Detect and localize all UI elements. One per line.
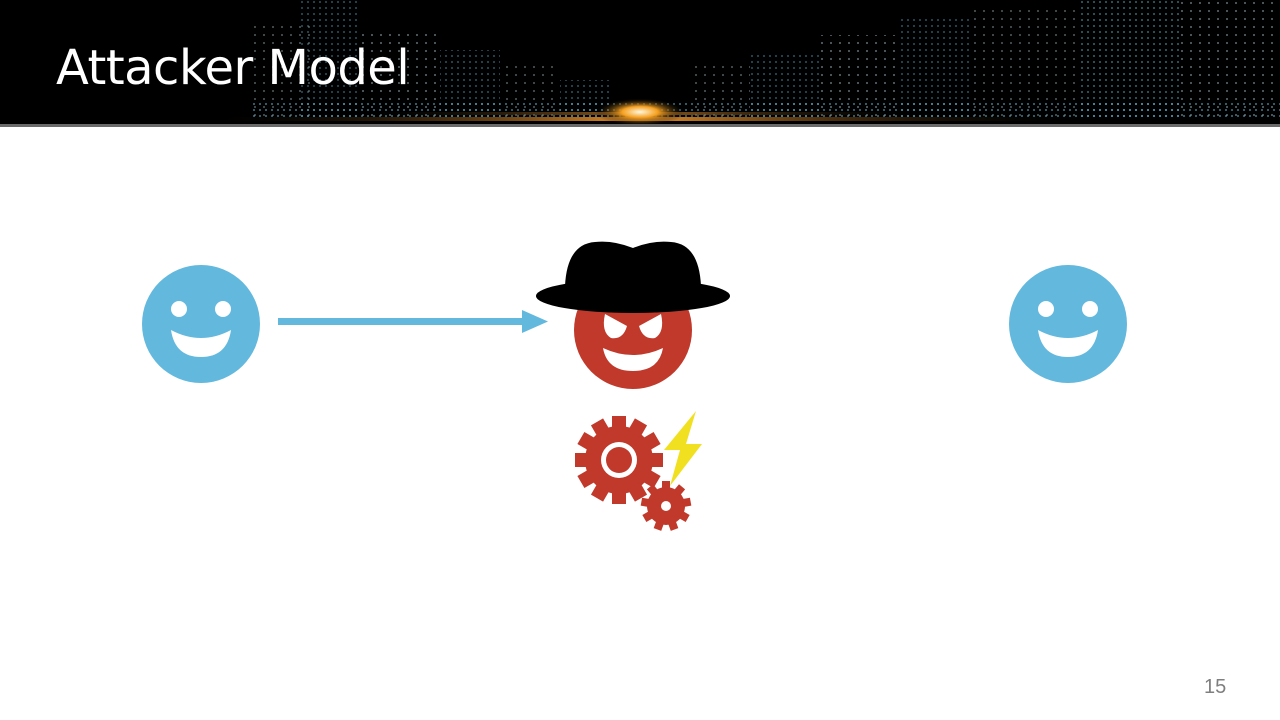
attacker	[535, 236, 731, 397]
smiley-face-icon	[142, 265, 260, 383]
slide-title: Attacker Model	[56, 40, 410, 96]
title-banner: Attacker Model	[0, 0, 1280, 126]
arrow-right-icon	[278, 310, 548, 333]
receiver-user	[1008, 264, 1128, 389]
attack-tools	[574, 408, 706, 539]
evil-face-with-hat-icon	[536, 241, 730, 389]
gears-with-lightning-icon	[575, 411, 702, 531]
city-skyline-background	[200, 0, 1280, 126]
page-number: 15	[1204, 676, 1227, 698]
message-arrow	[278, 309, 550, 340]
banner-divider	[0, 124, 1280, 127]
smiley-face-icon	[1009, 265, 1127, 383]
sender-user	[141, 264, 261, 389]
